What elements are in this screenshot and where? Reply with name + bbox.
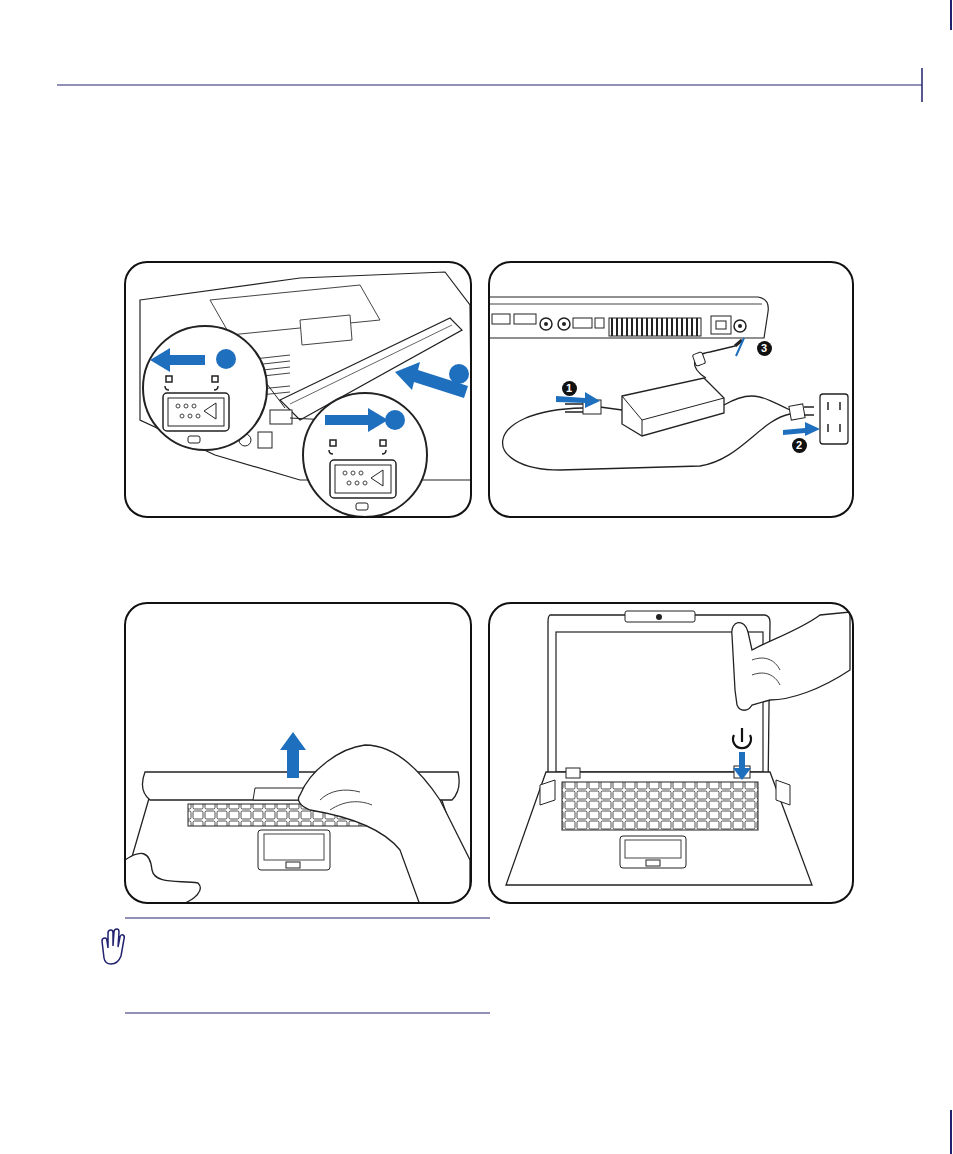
panel-frame [489,603,853,903]
panel-frame [125,603,471,903]
header-rule [57,0,951,1154]
panel-frame [489,262,853,517]
power-on-panel [506,611,850,885]
callout-number: 1 [562,381,577,396]
open-lid-panel [125,732,471,903]
panel-frame [125,262,471,517]
battery-panel [140,272,471,517]
adapter-panel [489,297,848,470]
note-block [102,918,490,1013]
callout-number: 3 [757,341,772,356]
callout-number: 2 [792,438,807,453]
